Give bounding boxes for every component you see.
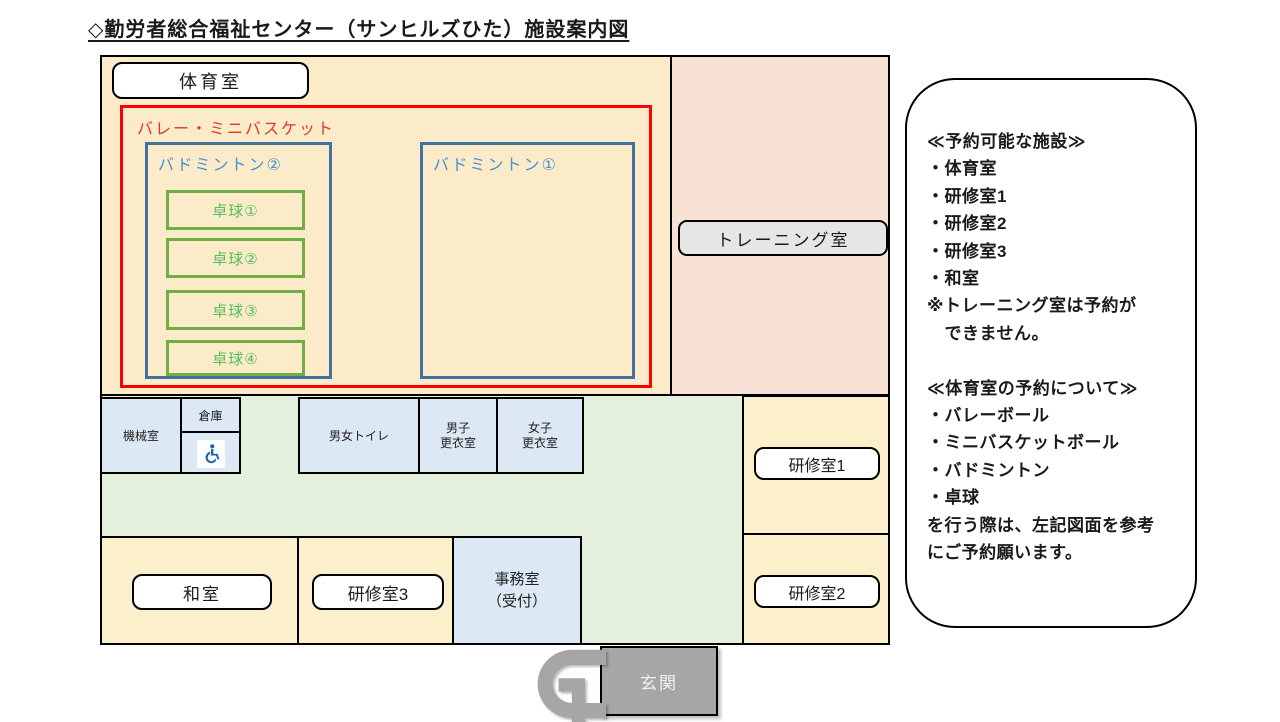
- entrance-box: 玄関: [600, 646, 718, 716]
- info-line: ・研修室1: [927, 186, 1007, 206]
- toilet-room: 男女トイレ: [298, 397, 420, 474]
- info-line: ※トレーニング室は予約が: [927, 296, 1137, 316]
- badminton1-court: バドミントン①: [420, 142, 635, 379]
- office-label-line1: 事務室: [494, 570, 540, 588]
- info-line: ・バドミントン: [927, 460, 1051, 480]
- gym-zone: 体育室 バレー・ミニバスケット バドミントン② 卓球① 卓球② 卓球③ 卓球④: [102, 57, 672, 396]
- info-panel: ≪予約可能な施設≫ ・体育室 ・研修室1 ・研修室2 ・研修室3 ・和室 ※トレ…: [905, 78, 1197, 628]
- mens-locker-label-line1: 男子: [445, 420, 470, 435]
- info-line: ・研修室3: [927, 241, 1007, 261]
- training-room-zone: トレーニング室: [672, 57, 888, 396]
- storage-label: 倉庫: [198, 408, 223, 423]
- info-line: ・ミニバスケットボール: [927, 433, 1120, 453]
- japanese-room-label-text: 和室: [183, 584, 221, 604]
- info-line: [927, 347, 1183, 374]
- badminton2-court: バドミントン② 卓球① 卓球② 卓球③ 卓球④: [145, 142, 332, 379]
- seminar-room-3: 研修室3: [297, 536, 454, 643]
- japanese-room: 和室: [102, 536, 299, 643]
- info-line: ≪体育室の予約について≫: [927, 378, 1139, 398]
- womens-locker-room: 女子 更衣室: [496, 397, 584, 474]
- machine-room: 機械室: [102, 397, 182, 474]
- gym-label-text: 体育室: [179, 71, 242, 92]
- seminar-room-2-label-text: 研修室2: [788, 585, 846, 603]
- seminar-room-2-label: 研修室2: [754, 575, 880, 608]
- info-line: にご予約願います。: [927, 543, 1083, 563]
- seminar-room-1-label-text: 研修室1: [788, 457, 846, 475]
- info-line: ・和室: [927, 269, 980, 289]
- table-tennis-4-box: 卓球④: [166, 340, 305, 376]
- training-room-label: トレーニング室: [678, 220, 888, 256]
- table-tennis-3-label: 卓球③: [212, 302, 259, 320]
- seminar-room-2: 研修室2: [742, 533, 888, 643]
- seminar-room-1: 研修室1: [742, 395, 888, 535]
- table-tennis-1-box: 卓球①: [166, 190, 305, 230]
- table-tennis-2-box: 卓球②: [166, 238, 305, 278]
- mens-locker-room: 男子 更衣室: [418, 397, 498, 474]
- wheelchair-cell: [182, 433, 239, 474]
- womens-locker-label-line2: 更衣室: [521, 435, 558, 450]
- seminar-room-3-label-text: 研修室3: [347, 584, 409, 604]
- info-line: を行う際は、左記図面を参考: [927, 515, 1155, 535]
- table-tennis-4-label: 卓球④: [212, 350, 259, 368]
- info-line: できません。: [927, 323, 1049, 343]
- page-title: ◇勤労者総合福祉センター（サンヒルズひた）施設案内図: [88, 19, 630, 41]
- table-tennis-1-label: 卓球①: [212, 202, 259, 220]
- floor-plan: 体育室 バレー・ミニバスケット バドミントン② 卓球① 卓球② 卓球③ 卓球④: [100, 55, 890, 645]
- womens-locker-label-line1: 女子: [527, 420, 552, 435]
- entrance-label: 玄関: [640, 673, 678, 693]
- mens-locker-label-line2: 更衣室: [439, 435, 476, 450]
- gym-label: 体育室: [112, 62, 309, 99]
- office-label-line2: （受付）: [486, 592, 547, 610]
- storage-room: 倉庫: [180, 397, 241, 474]
- training-room-label-text: トレーニング室: [716, 230, 850, 250]
- seminar-room-3-label: 研修室3: [312, 574, 444, 610]
- japanese-room-label: 和室: [132, 574, 272, 610]
- badminton1-label: バドミントン①: [433, 157, 558, 174]
- u-turn-entrance-arrow-icon: [537, 649, 606, 722]
- info-line: ・卓球: [927, 488, 980, 508]
- toilet-label: 男女トイレ: [328, 429, 389, 443]
- volley-minibasket-court: バレー・ミニバスケット バドミントン② 卓球① 卓球② 卓球③ 卓球④: [120, 105, 652, 388]
- storage-label-cell: 倉庫: [182, 399, 239, 433]
- info-line: ≪予約可能な施設≫: [927, 132, 1087, 151]
- info-line: ・バレーボール: [927, 406, 1050, 426]
- table-tennis-3-box: 卓球③: [166, 290, 305, 330]
- volley-minibasket-label: バレー・ミニバスケット: [137, 121, 336, 138]
- office-room: 事務室 （受付）: [452, 536, 582, 643]
- table-tennis-2-label: 卓球②: [212, 250, 259, 268]
- wheelchair-icon: [196, 439, 225, 468]
- badminton2-label: バドミントン②: [158, 157, 283, 174]
- info-line: ・体育室: [927, 159, 997, 179]
- seminar-room-1-label: 研修室1: [754, 447, 880, 480]
- info-line: ・研修室2: [927, 214, 1007, 234]
- machine-room-label: 機械室: [122, 429, 159, 443]
